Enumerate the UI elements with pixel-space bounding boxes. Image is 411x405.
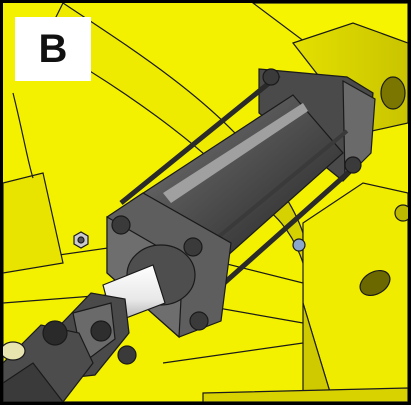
link-arm-lower — [3, 362, 64, 402]
blue-fitting — [292, 238, 306, 252]
link-arm-pin — [42, 320, 68, 346]
left-plate-edge — [12, 92, 34, 179]
tie-rod-3 — [197, 129, 349, 255]
bottom-strip — [202, 387, 408, 402]
figure-label-box: B — [15, 17, 91, 81]
tie-rod-1 — [119, 73, 281, 205]
frame-bolt — [394, 204, 408, 222]
hydraulic-cylinder — [3, 68, 376, 402]
barrel-highlight — [163, 103, 308, 203]
figure-label: B — [38, 27, 68, 71]
rear-bolt-1 — [262, 68, 280, 86]
deck-rail-2 — [162, 342, 304, 364]
mount-slot-hole — [359, 269, 391, 297]
rear-bolt-2 — [344, 156, 362, 174]
hose-fitting — [3, 341, 26, 361]
clevis-nut — [117, 345, 137, 365]
frame-hardware — [73, 76, 408, 297]
technical-illustration — [3, 3, 408, 402]
tie-rod-2 — [211, 161, 361, 295]
upper-pin-hole — [380, 76, 406, 110]
loose-nut — [73, 231, 89, 249]
rear-flange-face — [342, 79, 376, 181]
gland-bolt-1 — [111, 215, 131, 235]
gland-bolt-3 — [189, 311, 209, 331]
gland-bolt-2 — [183, 237, 203, 257]
clevis-pin — [90, 320, 112, 342]
left-rib — [3, 172, 64, 274]
